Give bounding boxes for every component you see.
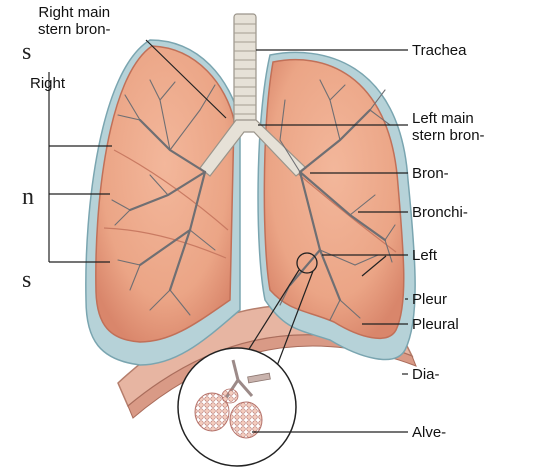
cropped-text-bottom: s [22, 268, 31, 292]
label-diaphragm: Dia- [412, 366, 440, 383]
label-pleura: Pleur [412, 291, 447, 308]
label-right-lung: Right [30, 75, 65, 92]
cropped-text-middle: n [22, 185, 34, 209]
label-left-main-stem-bronchus: Left main stern bron- [412, 110, 485, 144]
trachea-shape [234, 14, 256, 126]
label-alveoli: Alve- [412, 424, 446, 441]
label-right-main-stem-bronchus: Right main stern bron- [38, 4, 111, 38]
label-pleural-cavity: Pleural [412, 316, 459, 333]
cropped-text-top: s [22, 40, 31, 64]
label-bronchus: Bron- [412, 165, 449, 182]
label-trachea: Trachea [412, 42, 466, 59]
label-left-lung: Left [412, 247, 437, 264]
alveoli-magnified [178, 348, 296, 466]
label-bronchiole: Bronchi- [412, 204, 468, 221]
